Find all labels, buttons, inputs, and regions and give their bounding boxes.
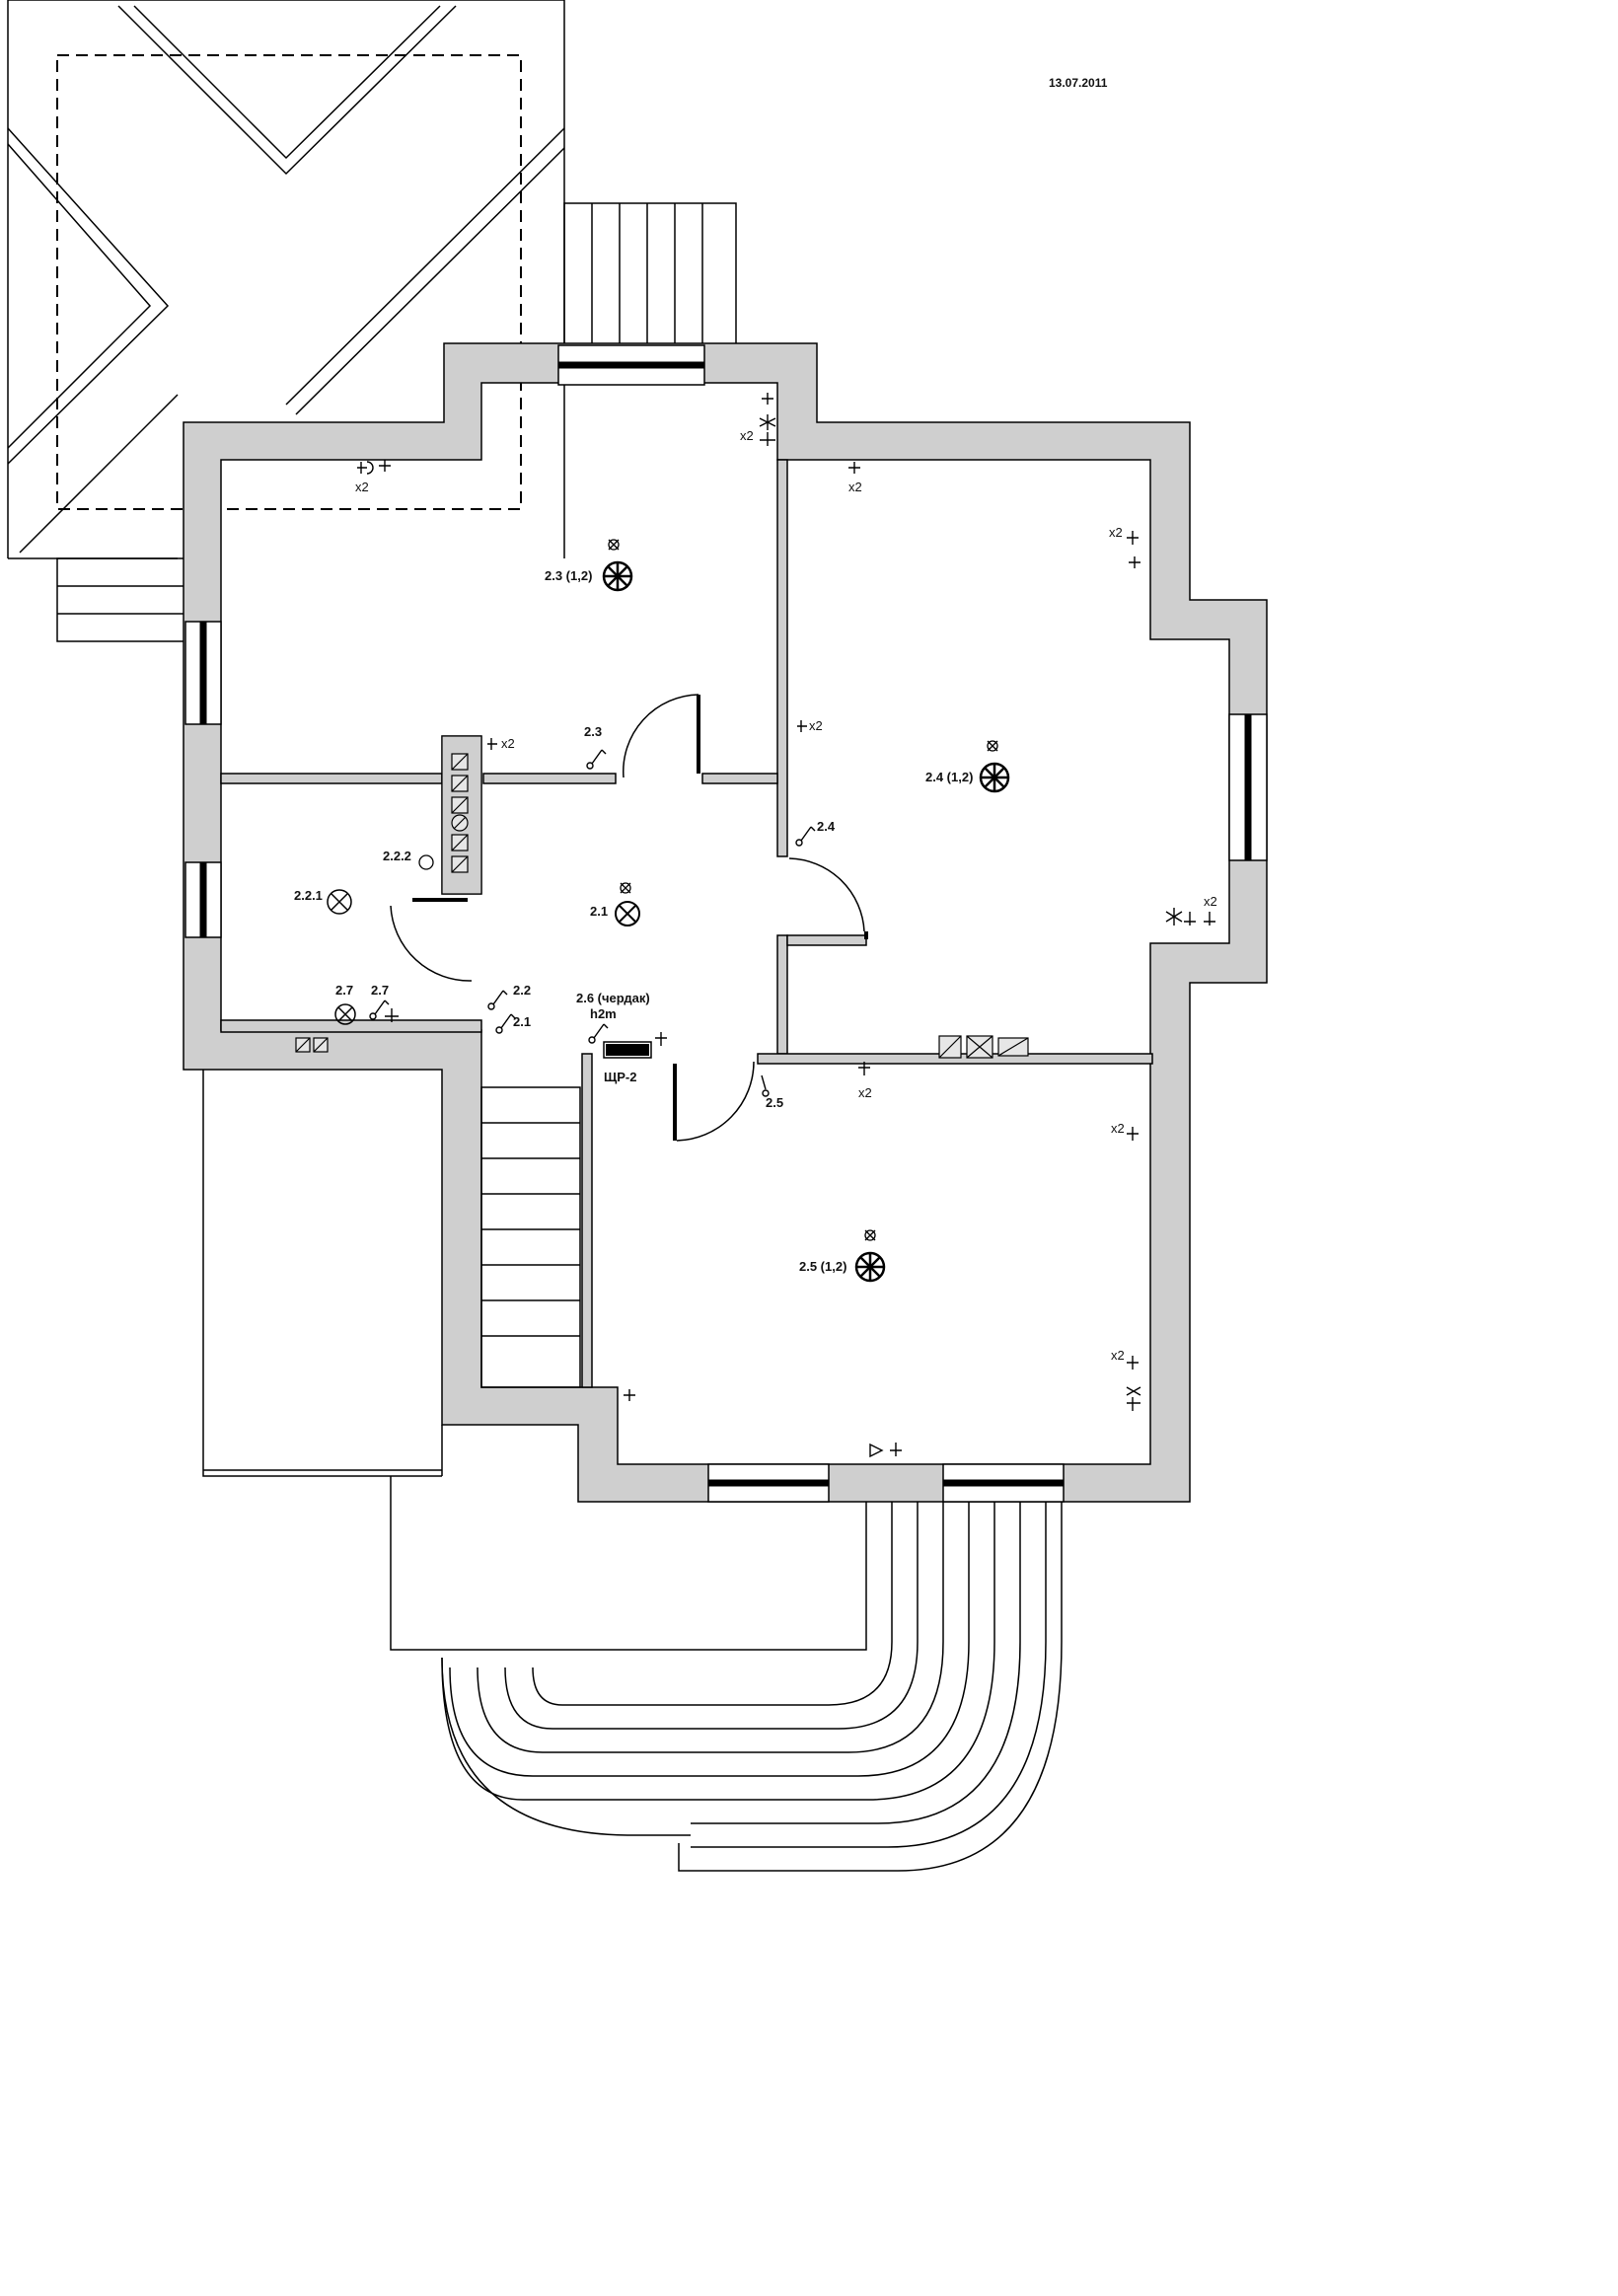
multiplier-label: x2 bbox=[1111, 1348, 1125, 1363]
panel-label: ЩР-2 bbox=[604, 1070, 636, 1084]
terrace-left bbox=[202, 1070, 443, 1477]
ceiling-lamp-icon bbox=[602, 560, 633, 592]
circuit-label: 2.2.1 bbox=[294, 888, 323, 903]
ceiling-lamp-icon bbox=[615, 901, 640, 926]
lamp-label: 2.1 bbox=[590, 904, 608, 919]
multiplier-label: x2 bbox=[1111, 1121, 1125, 1136]
staircase bbox=[480, 1086, 581, 1388]
electrical-panel-icon bbox=[603, 1041, 652, 1059]
switch-label: 2.4 bbox=[817, 819, 836, 834]
multiplier-label: x2 bbox=[809, 718, 823, 733]
roof bbox=[7, 0, 565, 642]
circuit-label: 2.2.2 bbox=[383, 849, 411, 863]
lamp-marker-icon bbox=[418, 539, 998, 1241]
lamp-label: 2.4 (1,2) bbox=[925, 770, 973, 784]
attic-label-1: 2.6 (чердак) bbox=[576, 991, 650, 1005]
lamp-label: 2.5 (1,2) bbox=[799, 1259, 846, 1274]
lamp-label: 2.3 (1,2) bbox=[545, 568, 592, 583]
date-label: 13.07.2011 bbox=[1049, 76, 1108, 90]
attic-label-2: h2m bbox=[590, 1006, 617, 1021]
multiplier-label: x2 bbox=[1204, 894, 1217, 909]
ceiling-lamp-icon bbox=[854, 1251, 886, 1283]
switch-label: 2.5 bbox=[766, 1095, 783, 1110]
ceiling-lamp-icon bbox=[979, 762, 1010, 793]
light-switch-icon bbox=[369, 749, 816, 1097]
windows bbox=[184, 344, 1268, 1503]
multiplier-label: x2 bbox=[355, 480, 369, 494]
circuit-label: 2.7 bbox=[371, 983, 389, 998]
interior-walls bbox=[220, 459, 1153, 1388]
ventilation-icon bbox=[295, 1035, 1029, 1059]
exterior-walls bbox=[183, 342, 1268, 1503]
multiplier-label: x2 bbox=[858, 1085, 872, 1100]
multiplier-label: x2 bbox=[501, 736, 515, 751]
switch-label: 2.1 bbox=[513, 1014, 531, 1029]
terrace-top bbox=[563, 202, 737, 348]
multiplier-label: x2 bbox=[848, 480, 862, 494]
circuit-label: 2.7 bbox=[335, 983, 353, 998]
socket-icon bbox=[357, 393, 1215, 1458]
porch-bottom bbox=[390, 1476, 1063, 1872]
doors bbox=[390, 694, 868, 1142]
multiplier-label: x2 bbox=[740, 428, 754, 443]
ceiling-lamp-icon bbox=[327, 889, 356, 1025]
ventilation-shaft bbox=[441, 735, 482, 895]
switch-label: 2.2 bbox=[513, 983, 531, 998]
switch-label: 2.3 bbox=[584, 724, 602, 739]
multiplier-label: x2 bbox=[1109, 525, 1123, 540]
